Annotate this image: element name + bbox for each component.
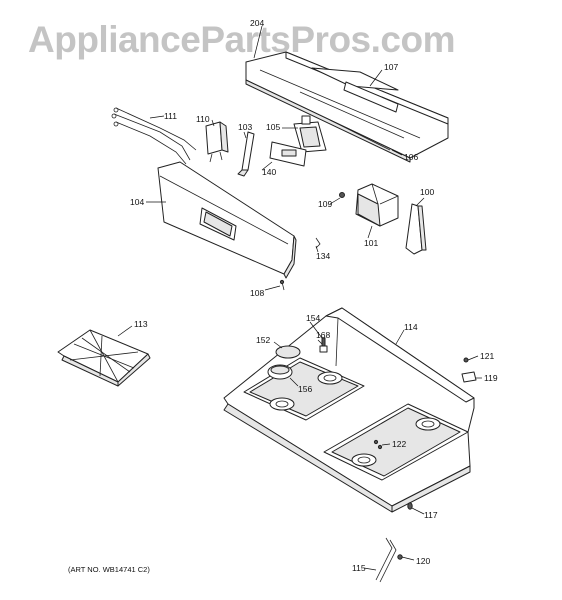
burner-right-rear — [415, 417, 441, 431]
burner-left-rear — [317, 371, 343, 385]
callout-120: 120 — [416, 556, 430, 566]
callout-108: 108 — [250, 288, 264, 298]
bracket-part — [237, 131, 255, 177]
callout-156: 156 — [298, 384, 312, 394]
callout-154: 154 — [306, 313, 320, 323]
burner-right-front — [351, 453, 377, 467]
clip-part-120 — [397, 554, 403, 560]
callout-121: 121 — [480, 351, 494, 361]
site-watermark: AppliancePartsPros.com — [28, 19, 455, 60]
callout-140: 140 — [262, 167, 276, 177]
callout-111: 111 — [164, 111, 177, 121]
control-panel-part — [157, 161, 297, 279]
callout-117: 117 — [424, 510, 438, 520]
callout-134: 134 — [316, 251, 330, 261]
callout-106: 106 — [404, 152, 418, 162]
callout-109: 109 — [318, 199, 332, 209]
art-number: (ART NO. WB14741 C2) — [68, 565, 150, 574]
callout-113: 113 — [134, 319, 148, 329]
callout-119: 119 — [484, 373, 498, 383]
burner-cap-part — [275, 345, 301, 359]
clip-part-119 — [461, 371, 477, 383]
callout-115: 115 — [352, 563, 366, 573]
callout-labels: 204 107 106 111 110 103 105 140 104 109 … — [68, 18, 498, 574]
callout-100: 100 — [420, 187, 434, 197]
backsplash-rear-panel-part — [245, 51, 449, 163]
lead-wire-part-115 — [375, 537, 397, 583]
end-cap-part — [405, 203, 427, 255]
callout-110: 110 — [196, 114, 210, 124]
spark-module-part — [205, 121, 229, 163]
screw-part-109 — [339, 192, 345, 198]
callout-107: 107 — [384, 62, 398, 72]
callout-114: 114 — [404, 322, 418, 332]
leader-lines — [117, 25, 482, 571]
callout-122: 122 — [392, 439, 406, 449]
clip-part-134 — [315, 237, 321, 249]
callout-204: 204 — [250, 18, 264, 28]
bracket-part-101 — [355, 183, 399, 227]
overlay-part — [269, 141, 307, 167]
callout-101: 101 — [364, 238, 378, 248]
screw-part-117 — [407, 502, 413, 510]
callout-152: 152 — [256, 335, 270, 345]
burner-head-part — [267, 364, 293, 380]
clock-timer-part — [293, 115, 327, 153]
callout-103: 103 — [238, 122, 252, 132]
igniter-electrode-part — [319, 337, 328, 353]
screws-part-122 — [373, 439, 383, 450]
screw-part-108 — [279, 279, 285, 291]
screw-part-121 — [463, 357, 469, 363]
callout-105: 105 — [266, 122, 280, 132]
callout-104: 104 — [130, 197, 144, 207]
wire-harness-part — [111, 107, 197, 165]
callout-168: 168 — [316, 330, 330, 340]
grate-part — [57, 329, 151, 387]
burner-left-front — [269, 397, 295, 411]
